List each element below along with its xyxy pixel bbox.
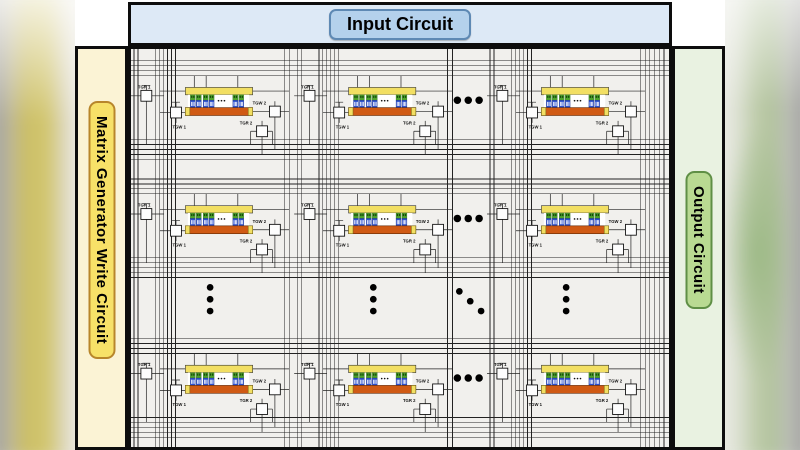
memory-cell-r3c3 [487,353,645,432]
input-circuit-banner: Input Circuit [128,2,672,46]
column-bus-lines [133,49,665,447]
memory-cell-r1c3 [487,76,645,155]
background-blur-left [0,0,85,450]
crossbar-array-diagram: Input Circuit Matrix Generator Write Cir… [75,0,725,450]
memory-cell-r1c2 [294,76,452,155]
matrix-generator-write-circuit-banner: Matrix Generator Write Circuit [75,46,128,450]
ellipsis-vertical-col2-icon [369,284,377,315]
ellipsis-vertical-col1-icon [206,284,214,315]
memory-cell-r2c3 [487,194,645,273]
row-bus-lines [131,60,669,438]
ellipsis-horizontal-row1-icon [453,96,483,104]
memory-cell-r3c1 [131,353,289,432]
memory-cell-r1c1 [131,76,289,155]
input-circuit-label: Input Circuit [329,8,471,40]
ellipsis-horizontal-row3-icon [453,374,483,382]
background-blur-right [715,0,800,450]
output-circuit-label: Output Circuit [685,171,712,309]
ellipsis-horizontal-row2-icon [453,214,483,223]
crossbar-matrix-area: TGR 1 TGW 1 [128,46,672,450]
matrix-generator-write-circuit-label: Matrix Generator Write Circuit [88,101,115,360]
memory-cell-r3c2 [294,353,452,432]
memory-cell-r2c1 [131,194,289,273]
memory-cell-r2c2 [294,194,452,273]
matrix-schematic-svg: TGR 1 TGW 1 [131,49,669,447]
output-circuit-banner: Output Circuit [672,46,725,450]
ellipsis-diagonal-icon [455,287,485,315]
ellipsis-vertical-col3-icon [562,284,570,315]
